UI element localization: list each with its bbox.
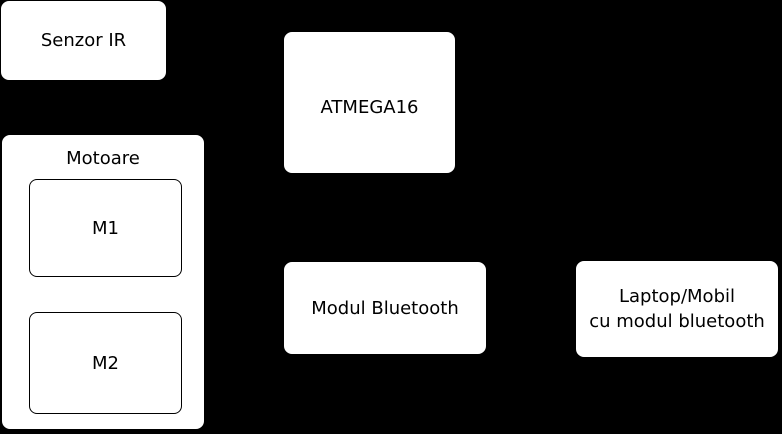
motor-m1-label: M1: [92, 217, 119, 239]
node-laptop-mobil: Laptop/Mobil cu modul bluetooth: [575, 260, 779, 358]
node-modul-bluetooth: Modul Bluetooth: [283, 261, 487, 355]
laptop-mobil-label-line2: cu modul bluetooth: [589, 311, 765, 332]
motor-m2-label: M2: [92, 352, 119, 374]
node-motor-m1: M1: [29, 179, 182, 277]
senzor-ir-label: Senzor IR: [40, 30, 127, 51]
node-atmega16: ATMEGA16: [283, 31, 456, 174]
node-senzor-ir: Senzor IR: [0, 0, 167, 81]
motoare-group-title: Motoare: [66, 148, 140, 169]
modul-bluetooth-label: Modul Bluetooth: [311, 297, 459, 319]
atmega16-label: ATMEGA16: [320, 97, 419, 118]
node-motoare-group: Motoare M1 M2: [1, 134, 205, 430]
node-motor-m2: M2: [29, 312, 182, 414]
laptop-mobil-label-line1: Laptop/Mobil: [618, 286, 735, 307]
